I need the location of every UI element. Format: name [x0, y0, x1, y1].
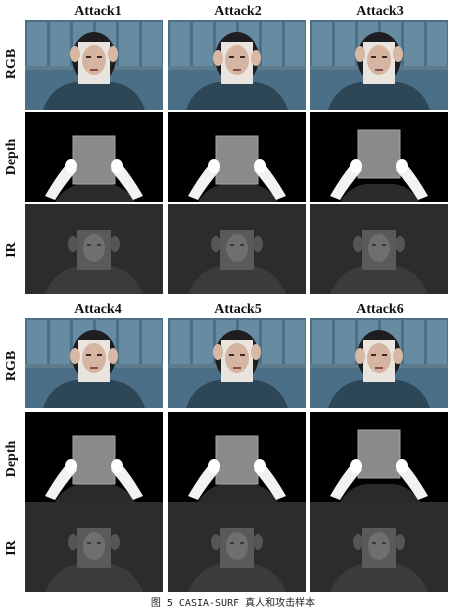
row-label-ir-2: IR — [4, 540, 19, 556]
depth-image-attack6 — [310, 412, 448, 502]
rgb-image-attack6 — [310, 318, 448, 408]
depth-image-attack2 — [168, 112, 306, 202]
rgb-image-attack1 — [25, 20, 163, 110]
rgb-image-attack4 — [25, 318, 163, 408]
depth-image-attack3 — [310, 112, 448, 202]
column-header-attack3: Attack3 — [356, 4, 404, 19]
depth-image-attack1 — [25, 112, 163, 202]
rgb-image-attack3 — [310, 20, 448, 110]
rgb-image-attack2 — [168, 20, 306, 110]
row-label-depth-1: Depth — [4, 138, 19, 176]
column-header-attack4: Attack4 — [74, 302, 122, 317]
row-label-rgb-2: RGB — [4, 350, 19, 382]
column-header-attack5: Attack5 — [214, 302, 262, 317]
ir-image-attack2 — [168, 204, 306, 294]
row-label-rgb-1: RGB — [4, 48, 19, 80]
row-label-depth-2: Depth — [4, 440, 19, 478]
figure-caption: 图 5 CASIA-SURF 真人和攻击样本 — [150, 598, 316, 609]
column-header-attack6: Attack6 — [356, 302, 404, 317]
ir-image-attack1 — [25, 204, 163, 294]
ir-image-attack3 — [310, 204, 448, 294]
depth-image-attack4 — [25, 412, 163, 502]
column-header-attack2: Attack2 — [214, 4, 262, 19]
rgb-image-attack5 — [168, 318, 306, 408]
ir-image-attack5 — [168, 502, 306, 592]
depth-image-attack5 — [168, 412, 306, 502]
column-header-attack1: Attack1 — [74, 4, 122, 19]
ir-image-attack4 — [25, 502, 163, 592]
ir-image-attack6 — [310, 502, 448, 592]
row-label-ir-1: IR — [4, 242, 19, 258]
